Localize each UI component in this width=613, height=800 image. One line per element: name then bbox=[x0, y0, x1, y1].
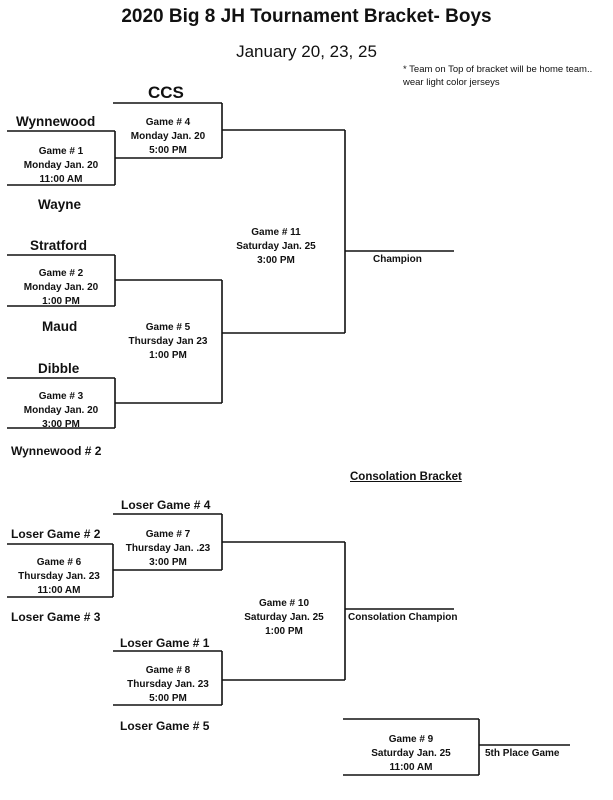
game-7-info: Game # 7 Thursday Jan. .23 3:00 PM bbox=[113, 528, 223, 570]
game-9-day: Saturday Jan. 25 bbox=[371, 748, 451, 759]
game-11-day: Saturday Jan. 25 bbox=[236, 241, 316, 252]
game-11-time: 3:00 PM bbox=[257, 255, 295, 266]
game-3-day: Monday Jan. 20 bbox=[23, 405, 99, 416]
game-1-day: Monday Jan. 20 bbox=[23, 160, 99, 171]
game-10-info: Game # 10 Saturday Jan. 25 1:00 PM bbox=[229, 597, 339, 639]
game-4-time: 5:00 PM bbox=[149, 145, 187, 156]
team-wynnewood-2: Wynnewood # 2 bbox=[11, 444, 102, 458]
game-9-info: Game # 9 Saturday Jan. 25 11:00 AM bbox=[356, 733, 466, 775]
game-7-name: Game # 7 bbox=[145, 529, 191, 540]
game-2-day: Monday Jan. 20 bbox=[23, 282, 99, 293]
consolation-champion-label: Consolation Champion bbox=[348, 612, 458, 623]
game-7-day: Thursday Jan. .23 bbox=[125, 543, 211, 554]
game-2-time: 1:00 PM bbox=[42, 296, 80, 307]
game-8-name: Game # 8 bbox=[145, 665, 191, 676]
game-1-time: 11:00 AM bbox=[39, 174, 83, 185]
team-loser-game-4: Loser Game # 4 bbox=[121, 498, 211, 512]
team-dibble: Dibble bbox=[38, 361, 80, 376]
game-6-info: Game # 6 Thursday Jan. 23 11:00 AM bbox=[4, 556, 114, 598]
game-1-info: Game # 1 Monday Jan. 20 11:00 AM bbox=[6, 145, 116, 187]
team-stratford: Stratford bbox=[30, 238, 87, 253]
game-11-name: Game # 11 bbox=[251, 227, 301, 238]
game-6-name: Game # 6 bbox=[36, 557, 82, 568]
home-team-note: * Team on Top of bracket will be home te… bbox=[403, 63, 592, 89]
game-3-time: 3:00 PM bbox=[42, 419, 80, 430]
game-9-time: 11:00 AM bbox=[389, 762, 433, 773]
game-5-time: 1:00 PM bbox=[149, 350, 187, 361]
game-6-time: 11:00 AM bbox=[37, 585, 81, 596]
team-loser-game-2: Loser Game # 2 bbox=[11, 527, 101, 541]
game-11-info: Game # 11 Saturday Jan. 25 3:00 PM bbox=[221, 226, 331, 268]
team-ccs: CCS bbox=[148, 83, 184, 102]
game-8-time: 5:00 PM bbox=[149, 693, 187, 704]
game-7-time: 3:00 PM bbox=[149, 557, 187, 568]
team-wayne: Wayne bbox=[38, 197, 82, 212]
game-5-day: Thursday Jan 23 bbox=[128, 336, 208, 347]
game-3-info: Game # 3 Monday Jan. 20 3:00 PM bbox=[6, 390, 116, 432]
game-2-name: Game # 2 bbox=[38, 268, 84, 279]
game-6-day: Thursday Jan. 23 bbox=[18, 571, 100, 582]
game-3-name: Game # 3 bbox=[38, 391, 84, 402]
champion-label: Champion bbox=[373, 254, 422, 265]
game-4-info: Game # 4 Monday Jan. 20 5:00 PM bbox=[113, 116, 223, 158]
team-loser-game-5: Loser Game # 5 bbox=[120, 719, 210, 733]
tournament-dates: January 20, 23, 25 bbox=[236, 42, 377, 61]
team-wynnewood: Wynnewood bbox=[16, 114, 96, 129]
game-5-info: Game # 5 Thursday Jan 23 1:00 PM bbox=[113, 321, 223, 363]
game-1-name: Game # 1 bbox=[38, 146, 84, 157]
team-loser-game-1: Loser Game # 1 bbox=[120, 636, 210, 650]
game-2-info: Game # 2 Monday Jan. 20 1:00 PM bbox=[6, 267, 116, 309]
note-line-1: * Team on Top of bracket will be home te… bbox=[403, 64, 593, 75]
game-4-name: Game # 4 bbox=[145, 117, 191, 128]
game-10-day: Saturday Jan. 25 bbox=[244, 612, 324, 623]
game-8-info: Game # 8 Thursday Jan. 23 5:00 PM bbox=[113, 664, 223, 706]
game-4-day: Monday Jan. 20 bbox=[130, 131, 206, 142]
team-maud: Maud bbox=[42, 319, 78, 334]
game-9-name: Game # 9 bbox=[388, 734, 434, 745]
game-10-time: 1:00 PM bbox=[265, 626, 303, 637]
team-loser-game-3: Loser Game # 3 bbox=[11, 610, 101, 624]
game-5-name: Game # 5 bbox=[145, 322, 191, 333]
game-8-day: Thursday Jan. 23 bbox=[127, 679, 209, 690]
note-line-2: wear light color jerseys bbox=[403, 77, 500, 88]
page-title: 2020 Big 8 JH Tournament Bracket- Boys bbox=[121, 6, 492, 27]
consolation-heading: Consolation Bracket bbox=[350, 471, 462, 483]
fifth-place-label: 5th Place Game bbox=[485, 748, 560, 759]
game-10-name: Game # 10 bbox=[258, 598, 310, 609]
